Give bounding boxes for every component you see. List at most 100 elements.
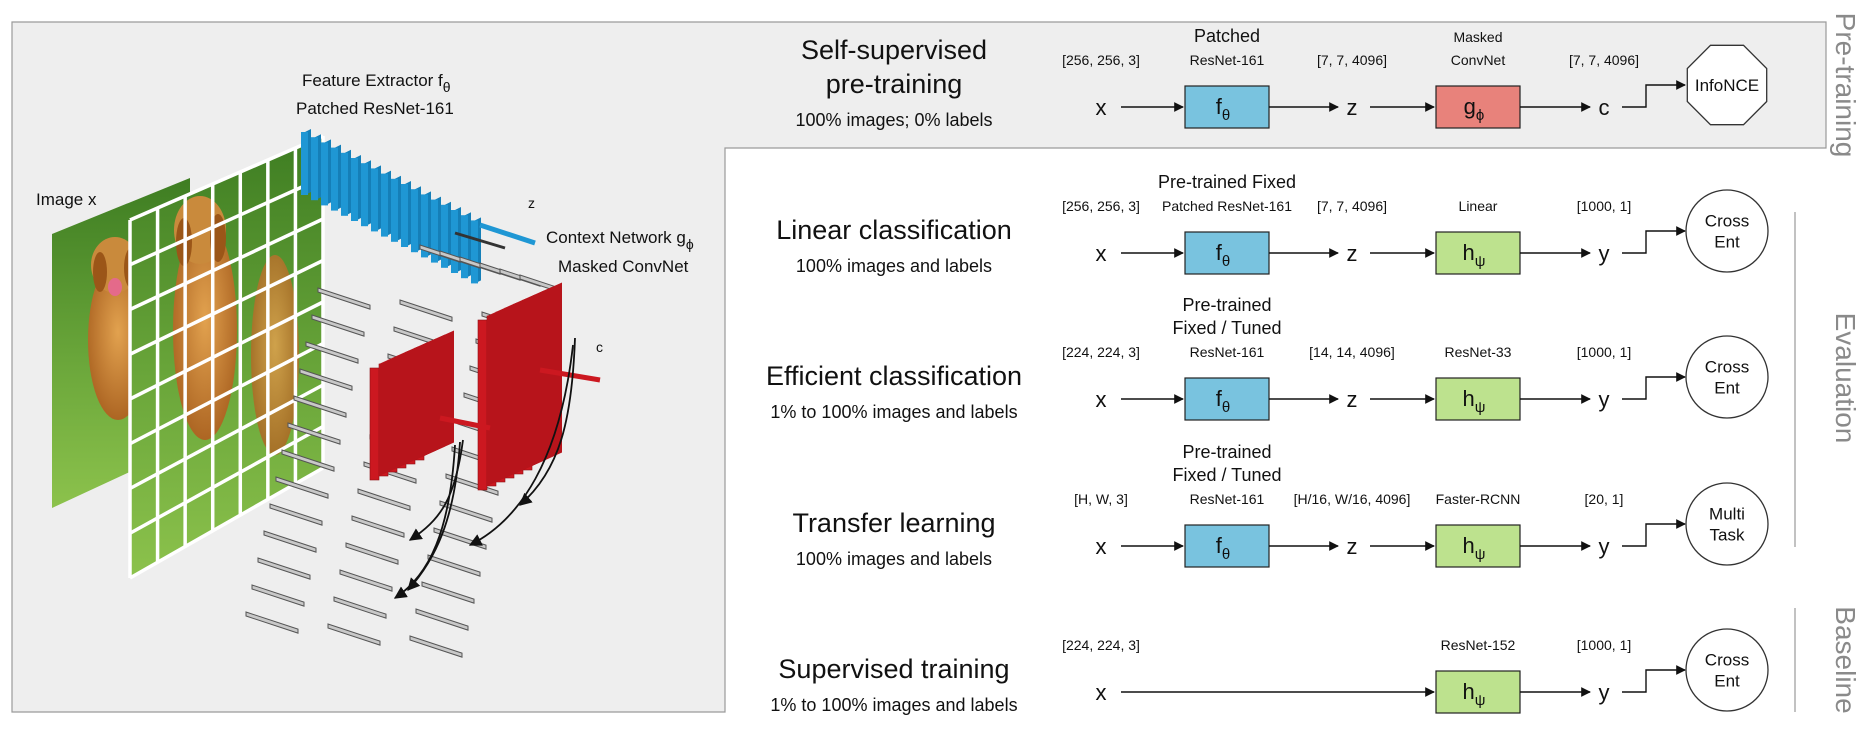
encoder-caption: Pre-trained <box>1182 442 1271 462</box>
arrow-output-to-loss <box>1622 226 1686 254</box>
context-network-volume <box>369 282 601 491</box>
z-dim-label: [7, 7, 4096] <box>1317 198 1387 214</box>
loss-label: Cross <box>1705 212 1749 231</box>
arrow-output-to-loss <box>1622 372 1686 400</box>
head-caption: Masked <box>1453 29 1502 45</box>
loss-label: Task <box>1710 526 1745 545</box>
encoder-caption: Fixed / Tuned <box>1172 465 1281 485</box>
encoder-symbol: fθ <box>1216 240 1230 270</box>
z-label: z <box>528 195 535 211</box>
head-caption: ResNet-152 <box>1441 637 1516 653</box>
evaluation-side-label: Evaluation <box>1830 313 1856 444</box>
z-node: z <box>1347 241 1358 266</box>
head-box <box>1435 231 1521 275</box>
head-symbol: hψ <box>1463 386 1486 416</box>
feature-extractor-sub: θ <box>443 79 451 95</box>
encoder-caption: Patched ResNet-161 <box>1162 198 1292 214</box>
head-box <box>1435 524 1521 568</box>
loss-label: Cross <box>1705 358 1749 377</box>
row-title: Linear classification <box>776 215 1012 245</box>
loss-octagon <box>1686 44 1768 126</box>
row-title: pre-training <box>826 69 963 99</box>
encoder-caption: Pre-trained Fixed <box>1158 172 1296 192</box>
pipeline-row: Supervised training 1% to 100% images and… <box>770 628 1769 715</box>
head-caption: Linear <box>1459 198 1498 214</box>
svg-text:Context Network gϕ: Context Network gϕ <box>546 228 694 252</box>
x-node: x <box>1096 387 1107 412</box>
loss-label: Cross <box>1705 651 1749 670</box>
row-subtitle: 1% to 100% images and labels <box>770 695 1017 715</box>
encoder-symbol: fθ <box>1216 386 1230 416</box>
output-dim-label: [7, 7, 4096] <box>1569 52 1639 68</box>
row-subtitle: 100% images and labels <box>796 549 992 569</box>
z-dim-label: [H/16, W/16, 4096] <box>1294 491 1411 507</box>
image-x-label: Image x <box>36 190 97 209</box>
head-caption: Faster-RCNN <box>1436 491 1521 507</box>
context-prediction-arrows <box>393 337 576 599</box>
pipeline-row: Linear classification 100% images and lab… <box>776 172 1769 276</box>
encoder-box <box>1184 524 1270 568</box>
encoder-caption: Fixed / Tuned <box>1172 318 1281 338</box>
row-title: Efficient classification <box>766 361 1022 391</box>
side-labels: Pre-training Evaluation Baseline <box>1794 13 1856 714</box>
masked-convnet-label: Masked ConvNet <box>558 257 689 276</box>
head-box <box>1435 85 1521 129</box>
z-node: z <box>1347 534 1358 559</box>
loss-label: Ent <box>1714 379 1740 398</box>
encoder-box <box>1184 85 1270 129</box>
output-dim-label: [1000, 1] <box>1577 344 1632 360</box>
encoder-box <box>1184 377 1270 421</box>
pretraining-side-label: Pre-training <box>1830 13 1856 158</box>
head-box <box>1435 670 1521 714</box>
row-subtitle: 100% images and labels <box>796 256 992 276</box>
loss-circle <box>1685 189 1769 273</box>
z-dim-label: [14, 14, 4096] <box>1309 344 1395 360</box>
patched-resnet-label: Patched ResNet-161 <box>296 99 454 118</box>
x-node: x <box>1096 680 1107 705</box>
input-dim-label: [H, W, 3] <box>1074 491 1128 507</box>
input-dim-label: [256, 256, 3] <box>1062 52 1140 68</box>
loss-label: Ent <box>1714 233 1740 252</box>
input-dim-label: [256, 256, 3] <box>1062 198 1140 214</box>
encoder-caption: ResNet-161 <box>1190 344 1265 360</box>
row-title: Supervised training <box>778 654 1009 684</box>
encoder-caption: Patched <box>1194 26 1260 46</box>
loss-circle <box>1685 335 1769 419</box>
svg-text:Feature Extractor fθ: Feature Extractor fθ <box>302 71 451 95</box>
row-subtitle: 100% images; 0% labels <box>795 110 992 130</box>
encoder-caption: Pre-trained <box>1182 295 1271 315</box>
baseline-side-label: Baseline <box>1830 606 1856 713</box>
encoder-symbol: fθ <box>1216 533 1230 563</box>
loss-circle <box>1685 628 1769 712</box>
x-node: x <box>1096 95 1107 120</box>
pipeline-row: Efficient classification 1% to 100% image… <box>766 295 1769 422</box>
output-node: y <box>1599 387 1610 412</box>
arrow-output-to-loss <box>1622 665 1686 693</box>
loss-label: InfoNCE <box>1695 76 1759 95</box>
encoder-caption: ResNet-161 <box>1190 52 1265 68</box>
row-subtitle: 1% to 100% images and labels <box>770 402 1017 422</box>
loss-circle <box>1685 482 1769 566</box>
output-dim-label: [20, 1] <box>1585 491 1624 507</box>
x-node: x <box>1096 534 1107 559</box>
z-node: z <box>1347 387 1358 412</box>
head-symbol: hψ <box>1463 240 1486 270</box>
input-dim-label: [224, 224, 3] <box>1062 637 1140 653</box>
output-node: c <box>1599 95 1610 120</box>
pipeline-row: Transfer learning 100% images and labels [… <box>792 442 1769 569</box>
head-symbol: hψ <box>1463 533 1486 563</box>
context-network-sub: ϕ <box>686 236 694 252</box>
head-box <box>1435 377 1521 421</box>
loss-label: Multi <box>1709 505 1745 524</box>
z-dim-label: [7, 7, 4096] <box>1317 52 1387 68</box>
output-node: y <box>1599 680 1610 705</box>
head-caption: ConvNet <box>1451 52 1506 68</box>
c-label: c <box>596 339 603 355</box>
row-title: Transfer learning <box>792 508 995 538</box>
output-dim-label: [1000, 1] <box>1577 637 1632 653</box>
context-network-label: Context Network g <box>546 228 686 247</box>
left-illustration: Image x Feature Extractor fθ Patched Res… <box>36 71 694 658</box>
